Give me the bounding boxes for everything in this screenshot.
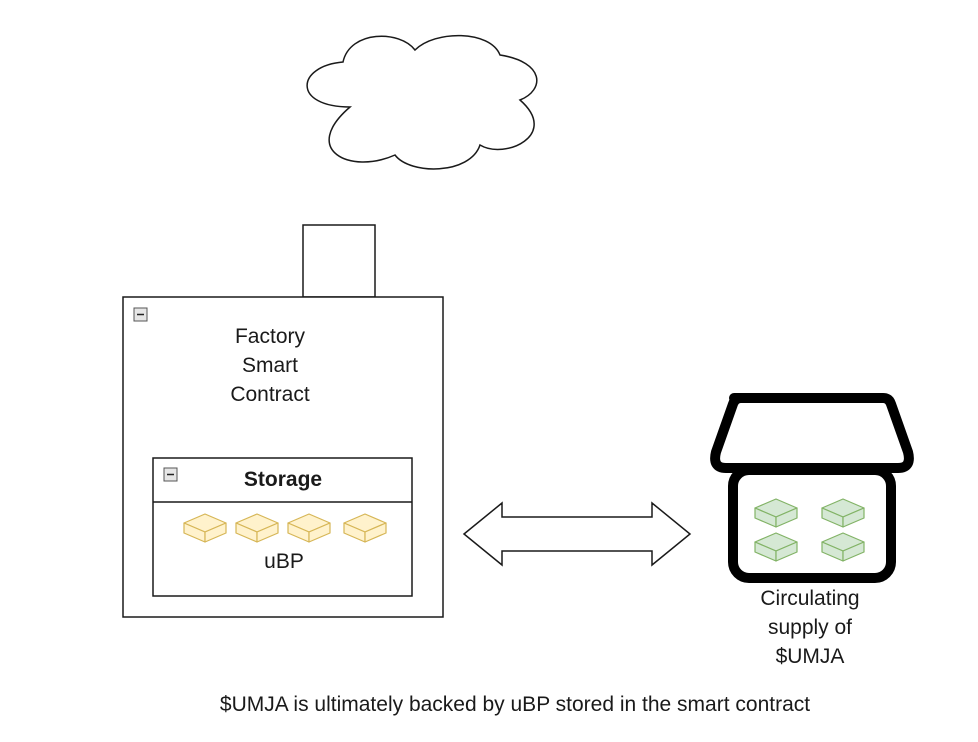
cloud-icon (306, 34, 538, 170)
market-token-group (754, 498, 865, 562)
ubp-token-cube-icon (183, 513, 227, 543)
factory-title: Factory Smart Contract (190, 322, 350, 409)
storefront-icon (710, 393, 914, 583)
ubp-token-cube-icon (235, 513, 279, 543)
diagram-caption: $UMJA is ultimately backed by uBP stored… (219, 693, 811, 716)
umja-token-cube-icon (754, 532, 798, 562)
market-label-line: supply of (767, 616, 853, 639)
factory-title-line: Contract (230, 383, 310, 406)
market-label-line: $UMJA (775, 645, 845, 668)
double-arrow (462, 501, 692, 567)
storage-token-label: uBP (264, 550, 304, 573)
storage-collapse-toggle[interactable] (163, 467, 178, 482)
storage-token-group (183, 513, 387, 543)
ubp-token-cube-icon (287, 513, 331, 543)
umja-token-cube-icon (754, 498, 798, 528)
umja-token-cube-icon (821, 498, 865, 528)
storage-title: Storage (243, 468, 323, 491)
factory-title-line: Smart (241, 354, 298, 377)
factory-chimney (302, 224, 376, 298)
umja-token-cube-icon (821, 532, 865, 562)
factory-title-line: Factory (234, 325, 305, 348)
market-label-line: Circulating (760, 587, 860, 610)
factory-collapse-toggle[interactable] (133, 307, 148, 322)
ubp-token-cube-icon (343, 513, 387, 543)
market-label: Circulating supply of $UMJA (720, 584, 900, 671)
